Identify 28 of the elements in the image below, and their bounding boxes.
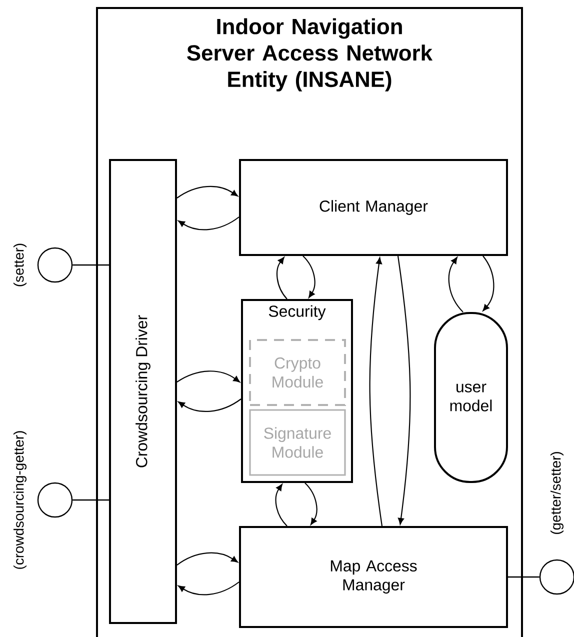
curved-arrow [176,370,240,382]
port-label: (setter) [14,244,26,286]
port-label: (crowdsourcing-getter) [14,431,26,569]
curved-arrow [178,398,242,412]
curved-arrow [302,256,316,298]
model-capsule: user model [434,312,508,483]
module-box: Crypto Module [249,339,346,406]
port-circle [37,247,73,283]
module-box: Signature Module [249,409,346,476]
curved-arrow [178,582,240,596]
port-label: (getter/setter) [550,452,564,534]
curved-arrow [397,256,411,525]
curved-arrow [448,257,464,312]
component-box: Client Manager [239,159,508,256]
connector-line [508,576,540,578]
curved-arrow [304,482,318,525]
curved-arrow [369,257,383,526]
curved-arrow [482,256,494,312]
curved-arrow [176,186,238,198]
curved-arrow [176,552,238,566]
connector-line [72,499,109,501]
component-box: Map Access Manager [239,526,508,628]
driver-box: Crowdsourcing Driver [109,159,177,624]
port-circle [37,482,73,518]
curved-arrow [276,257,288,300]
connector-line [72,264,109,266]
curved-arrow [178,216,240,230]
curved-arrow [275,484,288,526]
